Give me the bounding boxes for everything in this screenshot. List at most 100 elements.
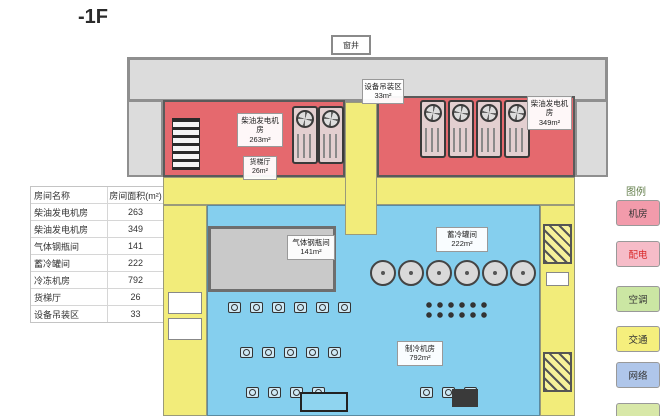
room-table: 房间名称 房间面积(m²) 柴油发电机房 263 柴油发电机房 349 气体钢瓶… [30,186,166,323]
right-wall [575,100,608,177]
pump-icon [316,302,329,313]
pump-icon [240,347,253,358]
room-label-area: 349m² [538,117,561,127]
legend-item-label: 网络 [628,371,648,382]
pump-icon [284,347,297,358]
valve-cluster-icon [424,300,492,320]
room-label-area: 33m² [374,91,392,101]
pump-icon [420,387,433,398]
room-label-name: 气体钢瓶间 [292,238,330,247]
left-wall [127,100,163,177]
room-name: 冷冻机房 [34,275,71,286]
room-label-area: 792m² [409,353,431,363]
room-area: 141 [107,238,163,254]
shaft-box [546,272,569,286]
legend-item-power: 配电 [616,241,660,267]
storage-tank-icon [370,260,396,286]
equipment-dark-box [452,389,478,407]
legend-item-machine-room: 机房 [616,200,660,226]
pump-row [228,302,351,313]
room-label-name: 蓄冷罐间 [447,230,477,239]
table-row: 冷冻机房 792 [31,271,165,288]
room-name: 柴油发电机房 [34,224,89,235]
pump-icon [328,347,341,358]
room-name: 货梯厅 [34,292,62,303]
equipment-outline-box [300,392,348,412]
room-area: 33 [107,306,163,322]
generator-icon [476,100,502,158]
storage-tank-icon [510,260,536,286]
stairs-hatch-icon [543,352,572,392]
storage-tank-icon [398,260,424,286]
pump-icon [228,302,241,313]
shaft-box [168,292,202,314]
room-area: 349 [107,221,163,237]
generator-icon [318,106,344,164]
storage-tank-icon [426,260,452,286]
room-label-freight-lift: 货梯厅 26m² [243,156,277,180]
room-label-area: 222m² [451,239,473,249]
room-label-chiller: 制冷机房 792m² [397,341,443,366]
legend-item-clipped [616,403,660,416]
room-name: 柴油发电机房 [34,207,89,218]
pump-icon [294,302,307,313]
legend-item-network: 网络 [616,362,660,388]
window-well-label: 窗井 [331,35,371,55]
storage-tank-icon [482,260,508,286]
stairs-hatch-icon [543,224,572,264]
room-name: 气体钢瓶间 [34,241,80,252]
room-label-name: 柴油发电机房 [530,99,569,118]
room-area: 222 [107,255,163,271]
window-well-text: 窗井 [343,40,359,50]
room-label-area: 141m² [300,247,322,257]
room-label-diesel-349: 柴油发电机房 349m² [527,96,572,131]
room-area: 26 [107,289,163,305]
legend-title: 图例 [626,187,646,198]
pump-icon [272,302,285,313]
stairs-icon [172,118,200,170]
pump-icon [246,387,259,398]
room-label-tank-room: 蓄冷罐间 222m² [436,227,488,252]
generator-icon [292,106,318,164]
legend-item-label: 配电 [628,250,648,261]
shaft-box [168,318,202,340]
table-header-area: 房间面积(m²) [107,187,163,203]
storage-tank-icon [454,260,480,286]
room-area: 263 [107,204,163,220]
room-label-gas-cylinder: 气体钢瓶间 141m² [287,235,335,260]
room-label-name: 货梯厅 [249,159,271,166]
pump-icon [338,302,351,313]
room-name: 设备吊装区 [34,309,80,320]
legend-item-label: 空调 [628,295,648,306]
table-row: 气体钢瓶间 141 [31,237,165,254]
page-title: -1F [78,6,108,28]
room-label-hoist-area: 设备吊装区 33m² [362,79,404,104]
pump-icon [306,347,319,358]
room-label-area: 263m² [249,134,271,144]
table-row: 设备吊装区 33 [31,305,165,322]
zone-hoist-corridor [345,102,377,235]
room-label-diesel-263: 柴油发电机房 263m² [237,113,283,148]
legend-item-circulation: 交通 [616,326,660,352]
room-label-name: 设备吊装区 [364,82,402,91]
pump-icon [262,347,275,358]
table-row: 柴油发电机房 263 [31,203,165,220]
table-header-name: 房间名称 [34,190,71,201]
room-label-name: 柴油发电机房 [241,116,279,135]
room-area: 792 [107,272,163,288]
room-label-area: 26m² [252,167,268,175]
legend-item-label: 交通 [628,335,648,346]
table-row: 柴油发电机房 349 [31,220,165,237]
generator-icon [448,100,474,158]
room-name: 蓄冷罐间 [34,258,71,269]
pump-icon [268,387,281,398]
generator-icon [420,100,446,158]
pump-icon [250,302,263,313]
table-row: 货梯厅 26 [31,288,165,305]
generator-icon [504,100,530,158]
room-label-name: 制冷机房 [405,344,435,353]
table-header-row: 房间名称 房间面积(m²) [31,187,165,203]
table-row: 蓄冷罐间 222 [31,254,165,271]
pump-row [240,347,341,358]
